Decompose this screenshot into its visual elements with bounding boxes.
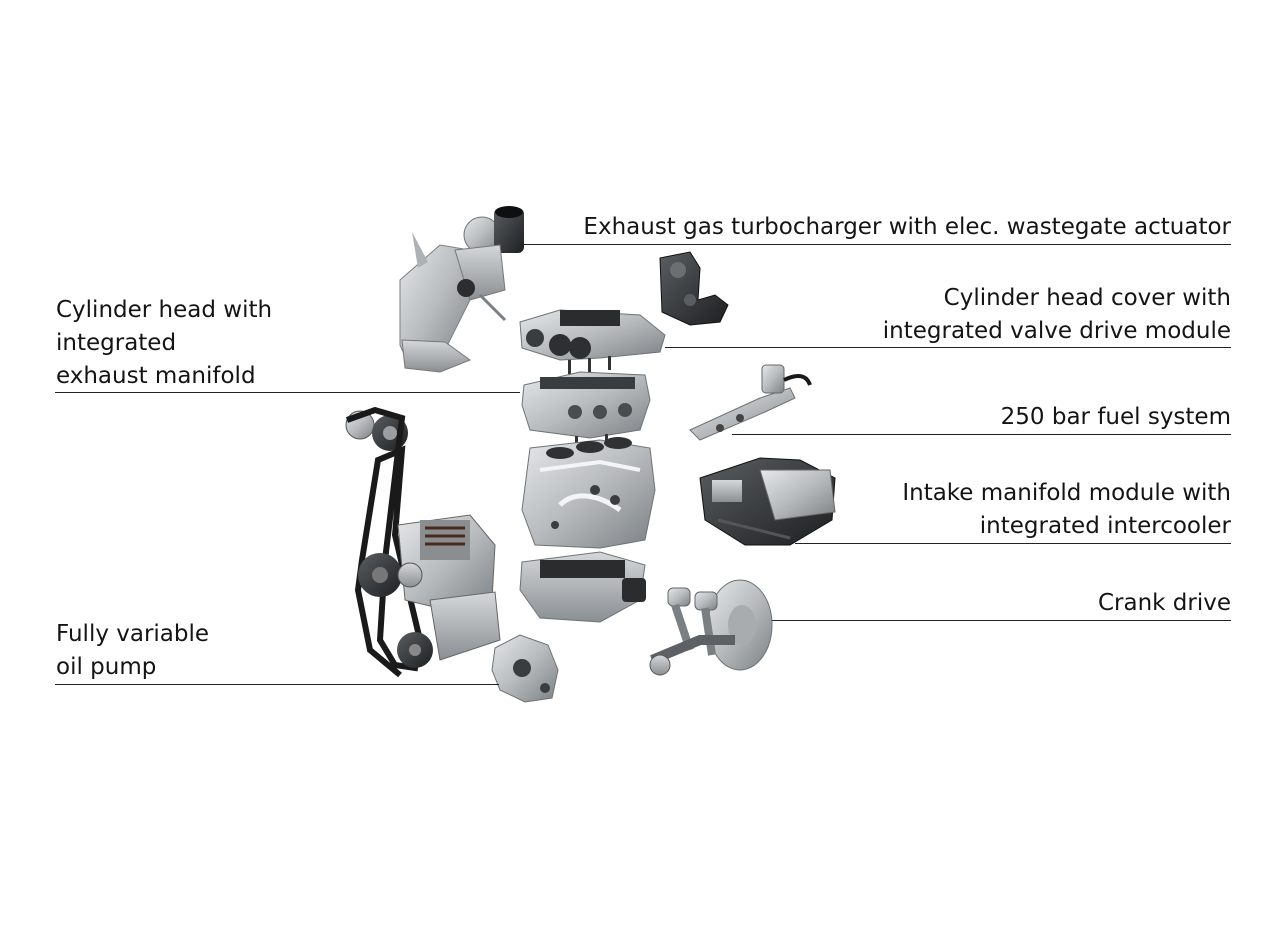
oil-pump-label-line-2: oil pump (56, 654, 157, 680)
engine-block-image (521, 437, 656, 549)
cylinder-head-label: Cylinder head with integrated exhaust ma… (56, 294, 272, 393)
intake-manifold-label-line-1: Intake manifold module with (902, 480, 1231, 506)
cylinder-head-leader-line (55, 392, 520, 393)
turbocharger-label: Exhaust gas turbocharger with elec. wast… (583, 211, 1231, 244)
turbocharger-leader-line (520, 244, 1231, 245)
cylinder-head-cover-label-line-2: integrated valve drive module (882, 318, 1231, 344)
turbocharger-image (399, 206, 524, 373)
fuel-system-label-line: 250 bar fuel system (1000, 404, 1231, 430)
cylinder-head-cover-label: Cylinder head cover with integrated valv… (883, 282, 1231, 348)
crank-drive-leader-line (772, 620, 1231, 621)
cylinder-head-image (521, 371, 651, 448)
oil-pump-label-line-1: Fully variable (56, 621, 210, 647)
crank-drive-label-line: Crank drive (1097, 590, 1231, 616)
fuel-system-leader-line (732, 434, 1231, 435)
cylinder-head-cover-leader-line (665, 347, 1231, 348)
intake-manifold-label: Intake manifold module with integrated i… (902, 477, 1231, 543)
cylinder-head-label-line-1: Cylinder head with (56, 297, 273, 323)
intake-manifold-image (699, 457, 836, 546)
fuel-system-label: 250 bar fuel system (1001, 401, 1231, 434)
oil-pump-leader-line (55, 684, 499, 685)
intake-manifold-label-line-2: integrated intercooler (979, 513, 1231, 539)
fuel-system-image (689, 364, 812, 441)
cylinder-head-cover-label-line-1: Cylinder head cover with (943, 285, 1231, 311)
crank-drive-image (649, 579, 773, 676)
crank-drive-label: Crank drive (1098, 587, 1231, 620)
oil-sump-image (519, 551, 646, 623)
oil-pump-image (491, 634, 559, 703)
belt-drive-image (345, 406, 501, 678)
cylinder-head-cover-image (519, 251, 729, 374)
turbocharger-label-line: Exhaust gas turbocharger with elec. wast… (583, 214, 1231, 240)
cylinder-head-label-line-3: exhaust manifold (56, 363, 256, 389)
oil-pump-label: Fully variable oil pump (56, 618, 209, 684)
intake-manifold-leader-line (795, 543, 1231, 544)
cylinder-head-label-line-2: integrated (56, 330, 177, 356)
